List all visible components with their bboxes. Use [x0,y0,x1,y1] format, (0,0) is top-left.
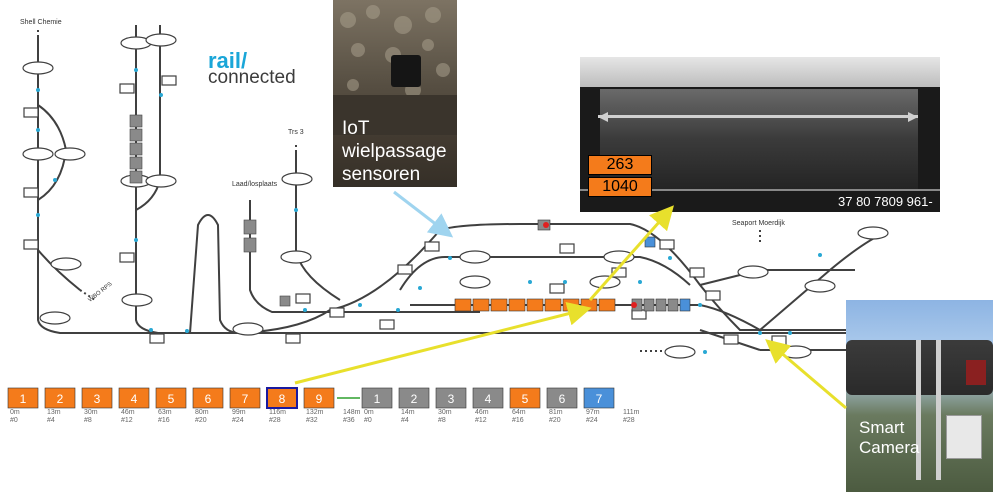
wagon-right-6[interactable] [546,387,578,409]
dist-right: 30m [438,409,452,416]
trs3-label: Trs 3 [288,129,304,136]
laad-label: Laad/losplaats [232,181,278,188]
idx-left: #20 [195,417,207,424]
idx-right: #24 [586,417,598,424]
dist-right: 111m [623,409,640,416]
wagon-left-label: 3 [94,392,101,406]
idx-right: #0 [364,417,372,424]
seaport-label: Seaport Moerdijk [732,220,785,227]
wagon-left-3[interactable] [81,387,113,409]
wagon-right-5[interactable] [509,387,541,409]
ocr-number-top: 263 [588,155,652,175]
wagon-left-label: 4 [131,392,138,406]
iot-sensor-photo [333,0,457,187]
wagon-right-label: 2 [411,392,418,406]
idx-right: #12 [475,417,487,424]
wagon-left-6[interactable] [192,387,224,409]
wagon-left-label: 6 [205,392,212,406]
dist-right: 81m [549,409,563,416]
dist-right: 46m [475,409,489,416]
idx-left: #4 [47,417,55,424]
wagon-left-label: 9 [316,392,323,406]
dist-right: 14m [401,409,415,416]
wagon-right-label: 7 [596,392,603,406]
dist-left: 80m [195,409,209,416]
idx-right: #16 [512,417,524,424]
wagon-right-2[interactable] [398,387,430,409]
camera-cabinet-icon [946,415,982,459]
sensor-box-icon [391,55,421,87]
dist-right: 64m [512,409,526,416]
arrow-left-icon [598,112,608,122]
idx-left: #0 [10,417,18,424]
logo-connected: connected [208,67,296,88]
iot-label: IoT wielpassage sensoren [342,118,447,185]
wagon-left-8[interactable] [266,387,298,409]
wagon-left-label: 8 [279,392,286,406]
wagon-right-label: 1 [374,392,381,406]
wagon-left-label: 2 [57,392,64,406]
wagon-left-9[interactable] [303,387,335,409]
arrow-right-icon [908,112,918,122]
idx-left: #36 [343,417,355,424]
wagon-left-1[interactable] [7,387,39,409]
dist-left: 46m [121,409,135,416]
smart-camera-label: Smart Camera [859,418,920,457]
wagon-right-label: 4 [485,392,492,406]
wagon-left-4[interactable] [118,387,150,409]
idx-left: #8 [84,417,92,424]
dist-right: 0m [364,409,374,416]
dist-left: 30m [84,409,98,416]
wagon-right-7[interactable] [583,387,615,409]
idx-right: #8 [438,417,446,424]
idx-left: #28 [269,417,281,424]
wagon-right-1[interactable] [361,387,393,409]
logo-rail: rail/ [208,48,248,73]
wagon-left-2[interactable] [44,387,76,409]
idx-right: #4 [401,417,409,424]
smart-camera-photo [846,300,993,492]
dist-right: 97m [586,409,600,416]
dist-left: 99m [232,409,246,416]
dist-left: 13m [47,409,61,416]
ocr-number-bottom: 1040 [588,177,652,197]
idx-right: #20 [549,417,561,424]
wagon-right-label: 6 [559,392,566,406]
dist-left: 148m [343,409,361,416]
idx-right: #28 [623,417,635,424]
idx-left: #12 [121,417,133,424]
dist-left: 0m [10,409,20,416]
dist-left: 116m [269,409,286,416]
wagon-right-label: 3 [448,392,455,406]
dist-left: 132m [306,409,324,416]
idx-left: #16 [158,417,170,424]
uic-number: 37 80 7809 961- [838,194,933,209]
shell-label: Shell Chemie [20,19,62,26]
wagon-left-label: 1 [20,392,27,406]
idx-left: #32 [306,417,318,424]
dist-left: 63m [158,409,172,416]
wagon-right-3[interactable] [435,387,467,409]
wagon-right-label: 5 [522,392,529,406]
idx-left: #24 [232,417,244,424]
wagon-left-5[interactable] [155,387,187,409]
wagon-left-label: 7 [242,392,249,406]
wagon-left-label: 5 [168,392,175,406]
wagon-right-4[interactable] [472,387,504,409]
wagon-left-7[interactable] [229,387,261,409]
